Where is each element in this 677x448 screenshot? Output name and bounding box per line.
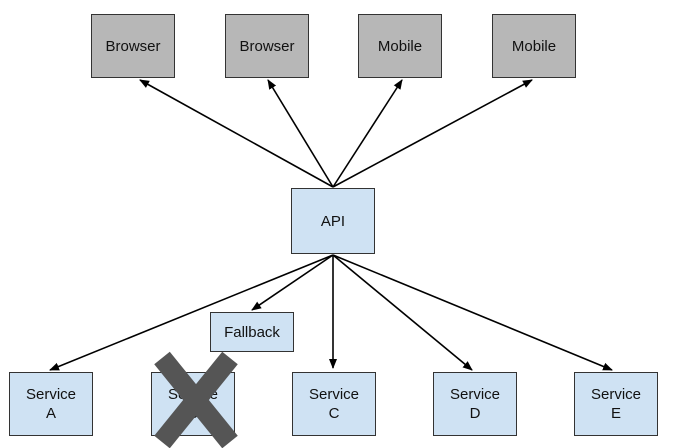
service-node-d: Service D bbox=[433, 372, 517, 436]
fallback-label: Fallback bbox=[224, 323, 280, 341]
service-letter: A bbox=[45, 405, 56, 422]
service-letter: C bbox=[328, 405, 340, 422]
client-node-mobile-2: Mobile bbox=[492, 14, 576, 78]
edge-api-to-client-1 bbox=[139, 79, 334, 188]
api-node: API bbox=[291, 188, 375, 254]
service-name: Service bbox=[449, 386, 501, 403]
edge-api-to-service-e bbox=[332, 254, 613, 371]
service-name: Service bbox=[167, 386, 219, 403]
service-node-a: Service A bbox=[9, 372, 93, 436]
service-node-c: Service C bbox=[292, 372, 376, 436]
service-node-b: Service B bbox=[151, 372, 235, 436]
service-name: Service bbox=[590, 386, 642, 403]
service-name: Service bbox=[25, 386, 77, 403]
client-label: Browser bbox=[239, 37, 295, 55]
edge-api-to-client-4 bbox=[332, 79, 533, 188]
edge-api-to-client-2 bbox=[267, 79, 334, 188]
service-letter: E bbox=[610, 405, 621, 422]
edge-api-to-fallback bbox=[251, 254, 334, 311]
service-name: Service bbox=[308, 386, 360, 403]
client-node-mobile-1: Mobile bbox=[358, 14, 442, 78]
edge-api-to-client-3 bbox=[332, 79, 403, 188]
api-label: API bbox=[320, 212, 346, 230]
edge-api-to-service-a bbox=[49, 254, 334, 371]
client-label: Mobile bbox=[377, 37, 423, 55]
client-label: Browser bbox=[105, 37, 161, 55]
client-node-browser-1: Browser bbox=[91, 14, 175, 78]
service-node-e: Service E bbox=[574, 372, 658, 436]
edge-api-to-service-d bbox=[332, 254, 473, 371]
fallback-node: Fallback bbox=[210, 312, 294, 352]
service-letter: B bbox=[187, 405, 198, 422]
client-node-browser-2: Browser bbox=[225, 14, 309, 78]
service-letter: D bbox=[469, 405, 481, 422]
client-label: Mobile bbox=[511, 37, 557, 55]
